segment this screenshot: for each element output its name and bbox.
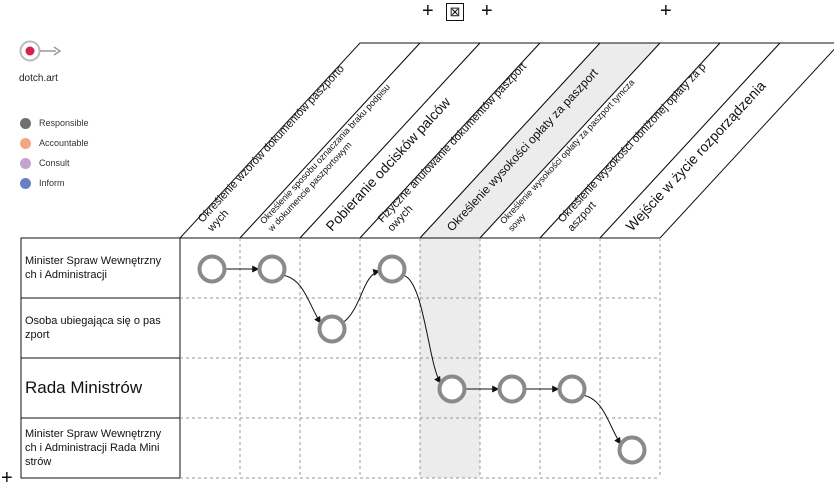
legend-item-inform: Inform [20,173,89,193]
legend-label: Accountable [39,138,89,148]
row-label-minister-rada[interactable]: Minister Spraw Wewnętrzny ch i Administr… [25,428,162,468]
add-row-button[interactable]: + [1,467,13,489]
legend-dot-inform [20,177,31,189]
legend-item-accountable: Accountable [20,133,89,153]
legend-label: Responsible [39,118,89,128]
step-node [617,435,647,465]
legend-dot-accountable [20,137,31,149]
add-column-end-button[interactable]: + [660,0,672,22]
add-column-right-button[interactable]: + [481,0,493,22]
step-node [557,374,587,404]
legend-dot-consult [20,157,31,169]
step-node [497,374,527,404]
legend-item-responsible: Responsible [20,113,89,133]
legend-label: Inform [39,178,65,188]
step-node [197,254,227,284]
add-column-left-button[interactable]: + [422,0,434,22]
row-label-border [20,417,181,479]
legend: Responsible Accountable Consult Inform [20,113,89,193]
flow-connector [582,394,621,445]
step-node [317,314,347,344]
step-node [437,374,467,404]
flow-connector [342,269,381,324]
step-node [257,254,287,284]
brand-logo [18,40,68,62]
flow-connector [282,274,321,324]
legend-label: Consult [39,158,70,168]
row-label-rada[interactable]: Rada Ministrów [25,378,143,397]
flow-connector [402,274,441,384]
row-label-osoba[interactable]: Osoba ubiegająca się o pas zport [25,315,161,341]
step-node [377,254,407,284]
brand-name: dotch.art [19,73,58,84]
legend-dot-responsible [20,117,31,129]
legend-item-consult: Consult [20,153,89,173]
row-label-minister[interactable]: Minister Spraw Wewnętrzny ch i Administr… [25,255,162,281]
close-icon[interactable]: ⊠ [446,3,464,21]
column-header-box [598,42,834,239]
